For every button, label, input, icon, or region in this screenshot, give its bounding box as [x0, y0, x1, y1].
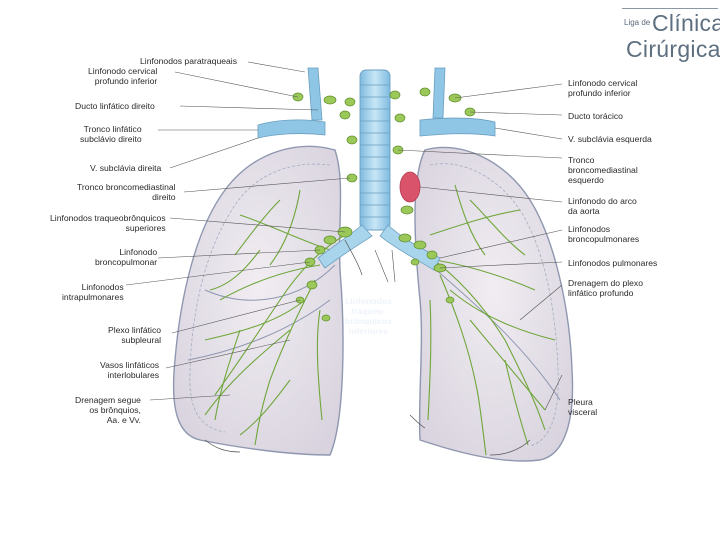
label-v-subclavia-esquerda: V. subclávia esquerda: [568, 134, 652, 144]
label-pleura-visceral: Pleura visceral: [568, 397, 598, 417]
label-linfonodos-pulmonares: Linfonodos pulmonares: [568, 258, 658, 268]
label-linfonodos-traqueobronquicos-superiores: Linfonodos traqueobrônquicos superiores: [50, 213, 166, 233]
aortic-arch: [399, 171, 421, 203]
trachea: [359, 69, 391, 231]
label-tronco-subclavio-direito: Tronco linfático subclávio direito: [80, 124, 142, 144]
label-v-subclavia-direita: V. subclávia direita: [90, 163, 162, 173]
right-jugular-vein: [307, 67, 323, 121]
right-lung-fissure-2: [187, 299, 331, 361]
right-lung: [172, 145, 344, 456]
label-drenagem-segue-bronquios: Drenagem segue os brônquios, Aa. e Vv.: [75, 395, 141, 425]
flow-arrows: [204, 239, 531, 456]
label-vasos-linfaticos-interlobulares: Vasos linfáticos interlobulares: [100, 360, 160, 380]
right-inner-pleura: [189, 163, 331, 433]
left-lung-fissure: [424, 259, 561, 401]
label-linfonodo-broncopulmonar: Linfonodo broncopulmonar: [95, 247, 158, 267]
logo-divider: [622, 8, 718, 9]
label-linfonodos-paratraqueais: Linfonodos paratraqueais: [140, 56, 237, 66]
lymph-nodes: [292, 87, 476, 322]
label-plexo-linfatico-subpleural: Plexo linfático subpleural: [108, 325, 162, 345]
label-linfonodos-traqueobronquicos-inferiores: Linfonodos traqueo- brônquicos inferiore…: [345, 296, 392, 336]
left-subclavian-vein: [419, 117, 496, 137]
label-tronco-broncomediastinal-esquerdo: Tronco broncomediastinal esquerdo: [568, 155, 638, 185]
label-linfonodo-cervical-direito: Linfonodo cervical profundo inferior: [88, 66, 158, 86]
logo-line2: Cirúrgica: [626, 36, 720, 62]
right-lung-fissure: [204, 264, 336, 301]
left-jugular-vein: [432, 67, 446, 119]
liga-clinica-cirurgica-logo: Liga de Clínica Cirúrgica: [612, 4, 720, 68]
label-linfonodos-intrapulmonares: Linfonodos intrapulmonares: [62, 282, 124, 302]
label-tronco-broncomediastinal-direito: Tronco broncomediastinal direito: [77, 182, 176, 202]
left-lung: [414, 146, 574, 462]
label-linfonodo-cervical-esquerdo: Linfonodo cervical profundo inferior: [568, 78, 638, 98]
label-drenagem-plexo-profundo: Drenagem do plexo linfático profundo: [568, 278, 644, 298]
left-inner-pleura: [429, 163, 559, 447]
trachea-rings: [360, 84, 390, 218]
leader-lines: [125, 61, 563, 411]
label-ducto-toracico: Ducto torácico: [568, 111, 623, 121]
logo-prefix: Liga de: [624, 18, 651, 27]
right-subclavian-vein: [257, 119, 326, 139]
label-linfonodos-broncopulmonares: Linfonodos broncopulmonares: [568, 224, 640, 244]
label-ducto-linfatico-direito: Ducto linfático direito: [75, 101, 155, 111]
logo-line1: Clínica: [652, 10, 720, 36]
label-linfonodo-arco-aorta: Linfonodo do arco da aorta: [568, 196, 637, 216]
